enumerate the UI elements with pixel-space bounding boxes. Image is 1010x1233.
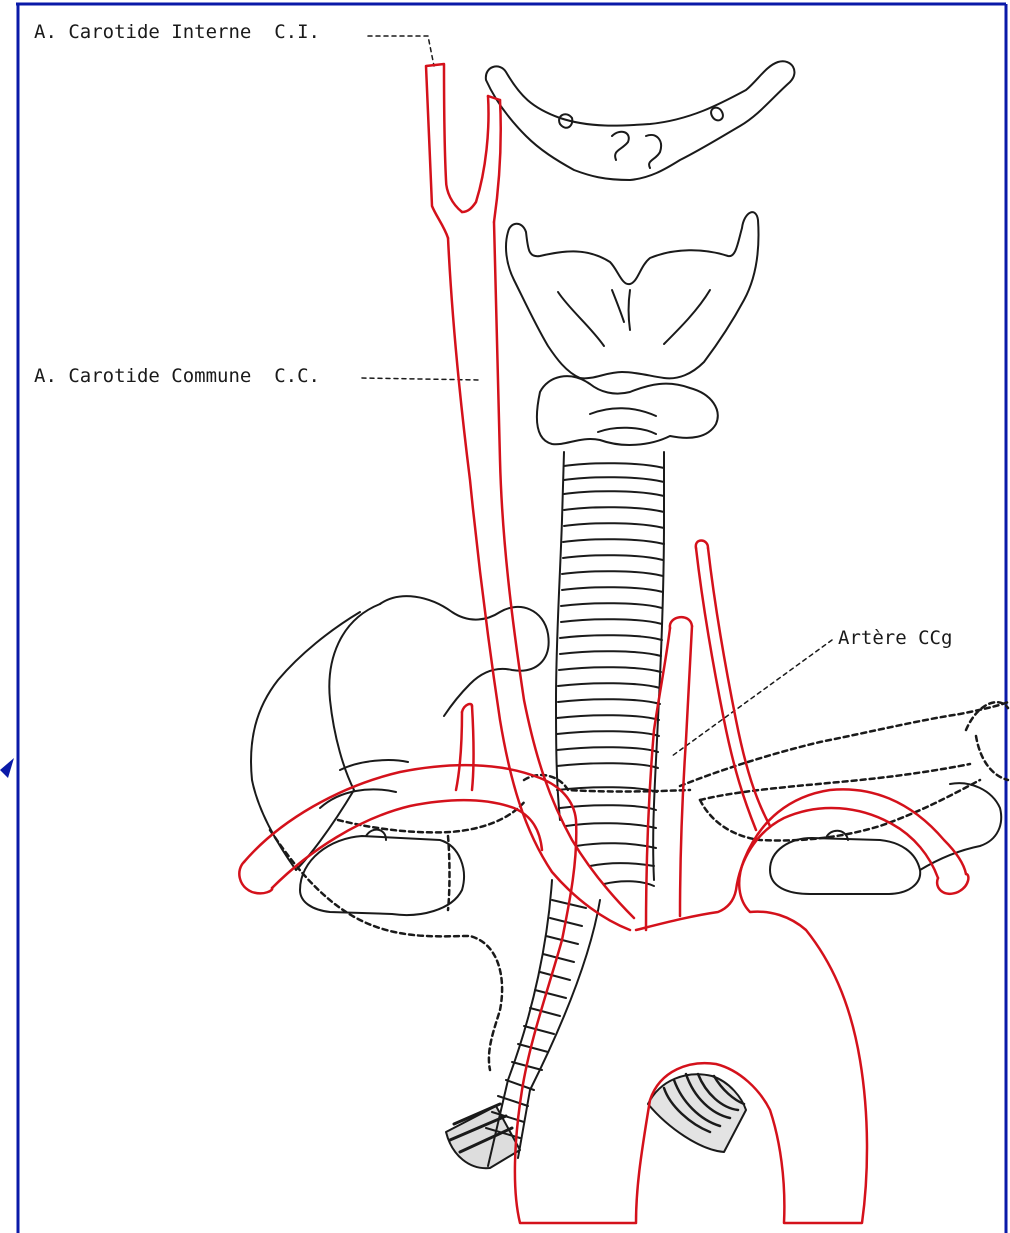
leader-lines [362,36,832,756]
right-bronchus-rings [486,900,586,1138]
thyroid-notch [612,290,630,330]
cricoid-cartilage [537,376,718,445]
vertebral-artery-right [456,706,474,790]
hyoid-tubercle-right [711,108,723,121]
thyroid-oblique-line-left [558,292,604,346]
thyroid-oblique-line-right [664,290,710,344]
pointer-arrow-icon [0,758,14,778]
brachiocephalic-vein-left [770,838,920,894]
label-internal-carotid: A. Carotide Interne C.I. [34,21,320,43]
brachiocephalic-vein-right [300,836,464,915]
label-left-carotid: Artère CCg [838,627,952,649]
external-carotid-artery [462,96,501,222]
dashed-outlines [270,702,1008,1070]
right-subclavian-end [239,862,272,893]
right-subclavian-artery [244,765,576,940]
thyroid-cartilage [506,212,758,378]
cricoid-detail [590,408,656,434]
left-vertebral-artery [696,548,770,830]
hyoid-detail [612,132,661,168]
hyoid-bone [486,61,795,180]
left-subclavian-end [937,874,968,894]
internal-carotid-artery [426,64,462,238]
label-common-carotid: A. Carotide Commune C.C. [34,365,320,387]
left-common-carotid [646,626,692,930]
